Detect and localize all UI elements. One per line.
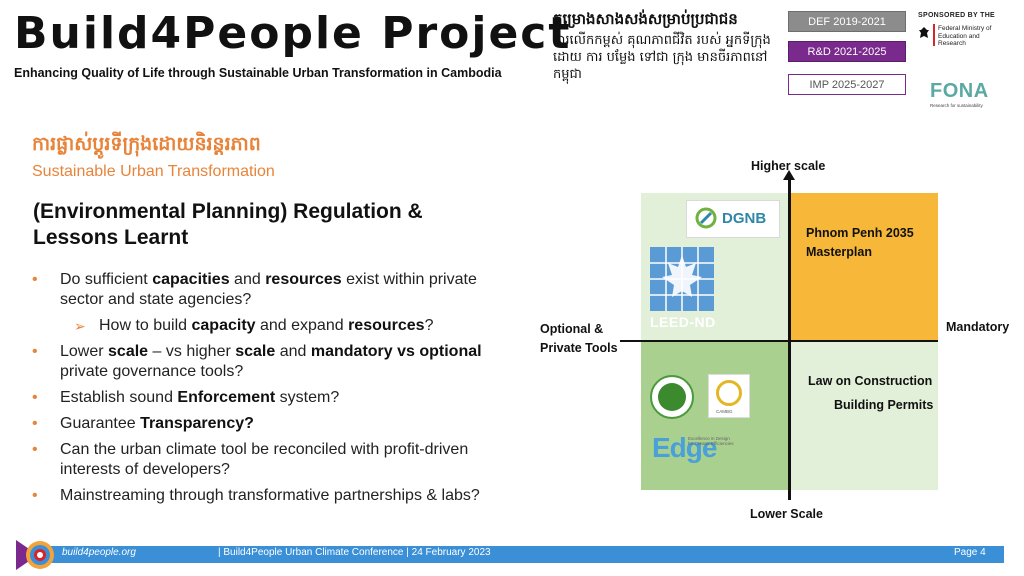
vertical-axis xyxy=(788,178,791,500)
leed-nd-logo xyxy=(650,247,714,311)
ministry-name: Federal Ministry of Education and Resear… xyxy=(938,25,992,47)
edge-logo: Edge xyxy=(652,432,717,463)
cambg-logo-text: CAMBG xyxy=(716,409,733,414)
phase-def-badge: DEF 2019-2021 xyxy=(788,11,906,32)
sub-bullet-item: ➢ How to build capacity and expand resou… xyxy=(74,317,434,334)
footer-conference-info: | Build4People Urban Climate Conference … xyxy=(218,547,491,558)
bullet-dot: • xyxy=(32,487,38,504)
horizontal-axis xyxy=(620,340,938,342)
bullet-item: • Mainstreaming through transformative p… xyxy=(32,487,480,504)
axis-label-higher-scale: Higher scale xyxy=(751,159,826,173)
leed-nd-logo-text: LEED-ND xyxy=(650,314,716,330)
quadrant-top-right xyxy=(790,193,938,341)
bullet-dot: • xyxy=(32,415,38,432)
arrow-up-icon xyxy=(783,170,795,180)
bullet-dot: • xyxy=(32,441,38,458)
axis-label-mandatory: Mandatory xyxy=(946,320,1010,334)
edge-tagline: Excellence in Design for Greater Efficie… xyxy=(688,436,734,446)
fona-tagline: Research for sustainability xyxy=(930,103,983,108)
bullet-dot: • xyxy=(32,343,38,360)
cambg-flower-icon xyxy=(716,380,742,406)
footer-bar xyxy=(30,546,1004,563)
sponsor-label: SPONSORED BY THE xyxy=(918,12,996,19)
bullet-item: • Establish sound Enforcement system? xyxy=(32,389,340,406)
bullet-dot: • xyxy=(32,271,38,288)
phase-rd-badge: R&D 2021-2025 xyxy=(788,41,906,62)
page-number: Page 4 xyxy=(954,547,986,558)
build4people-logo-icon xyxy=(16,540,54,570)
bullet-item: • Can the urban climate tool be reconcil… xyxy=(32,441,469,478)
bullet-item: • Guarantee Transparency? xyxy=(32,415,254,432)
phnom-penh-masterplan-label: Phnom Penh 2035 Masterplan xyxy=(806,226,914,259)
axis-label-optional: Optional & Private Tools xyxy=(540,322,618,355)
law-on-construction-label: Law on Construction xyxy=(808,374,933,388)
khmer-project-subtitle: ការលើកកម្ពស់ គុណភាពជីវិត របស់ អ្នកទីក្រុ… xyxy=(553,33,771,82)
phase-imp-badge: IMP 2025-2027 xyxy=(788,74,906,95)
bullet-item: • Lower scale – vs higher scale and mand… xyxy=(32,343,482,380)
bullet-item: • Do sufficient capacities and resources… xyxy=(32,271,477,308)
arrow-bullet-icon: ➢ xyxy=(74,318,86,334)
khmer-project-title: គម្រោងសាងសង់សម្រាប់ប្រជាជន xyxy=(553,10,738,28)
axis-label-lower-scale: Lower Scale xyxy=(750,507,823,521)
fona-logo: FONA xyxy=(930,80,989,102)
bullet-list: • Do sufficient capacities and resources… xyxy=(32,270,522,512)
bullet-dot: • xyxy=(32,389,38,406)
green-seal-inner-icon xyxy=(658,383,686,411)
maple-leaf-icon xyxy=(650,247,714,311)
footer-website-link[interactable]: build4people.org xyxy=(62,547,136,558)
khmer-section-heading: ការផ្លាស់ប្តូរទីក្រុងដោយនិរន្តរភាព xyxy=(32,133,261,155)
dgnb-leaf-icon xyxy=(695,207,717,229)
section-heading-en: Sustainable Urban Transformation xyxy=(32,163,275,180)
building-permits-label: Building Permits xyxy=(834,398,934,412)
dgnb-logo-text: DGNB xyxy=(722,210,767,227)
project-subtitle: Enhancing Quality of Life through Sustai… xyxy=(14,66,502,80)
ministry-flag-bar xyxy=(933,24,935,46)
slide-title: (Environmental Planning) Regulation & Le… xyxy=(33,200,423,249)
project-title: Build4People Project xyxy=(14,8,572,59)
quadrant-bottom-right xyxy=(790,341,938,490)
dgnb-logo xyxy=(686,200,780,238)
federal-eagle-icon xyxy=(919,27,929,38)
